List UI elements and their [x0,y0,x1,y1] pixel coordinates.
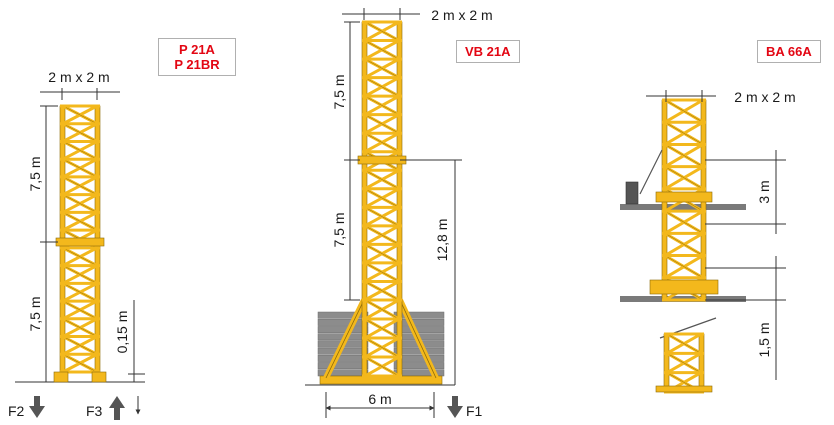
p21-mast-brace-edge [62,176,98,195]
ba66-section-label: 2 m x 2 m [734,89,795,105]
ba66-frame-base [655,385,713,393]
ba66-winch [625,181,639,205]
ba66-frame-leg-left [663,333,670,393]
badge-p21: P 21A P 21BR [158,38,236,76]
vb21-base-section-brace-edge [364,299,400,320]
p21-mast-brace-edge [62,123,98,142]
badge-vb21-label: VB 21A [465,44,511,59]
force-f2-arrow-down [29,396,45,418]
force-f3-arrow-up [109,396,125,420]
force-f3-label: F3 [86,403,103,419]
ballast-block [393,326,445,334]
vb21-mast [357,20,407,302]
badge-ba66-label: BA 66A [766,44,812,59]
ba66-upper-collar [655,191,713,203]
vb21-base-section-brace-edge [364,356,400,377]
ba66-3m-label: 3 m [756,180,772,203]
ba66-mast-brace-edge [664,166,704,190]
p21-foot-right [91,371,107,383]
vb21-mast-brace-edge [364,21,400,41]
vb21-section-label: 2 m x 2 m [431,7,492,23]
vb21-mast-brace-edge [364,95,400,115]
ba66-frame-leg-right [698,333,705,393]
vb21-mast-brace-edge [364,170,400,190]
p21-mast-brace-edge [62,300,98,320]
vb21-joint-plate [357,155,407,165]
ba66-lower-collar [649,279,719,295]
p21-mast-brace-edge [62,318,98,337]
p21-upper-height-label: 7,5 m [27,156,43,191]
vb21-total-height-label: 12,8 m [434,219,450,262]
ba66-mast-brace-edge [664,233,704,256]
vb21-strut-right-edge [399,299,437,379]
ballast-block [317,326,369,334]
ba66-mast-brace-edge [664,99,704,123]
ballast-block [393,362,445,370]
vb21-base-section-brace-edge [364,318,400,339]
force-f2-label: F2 [8,403,25,419]
p21-figure: 2 m x 2 m 7,5 m 7,5 m 0,15 m F2 F3 [8,69,145,420]
p21-mast-brace-edge [62,336,98,355]
p21-mast-brace-edge [62,265,98,284]
p21-mast-brace-edge [62,141,98,160]
ballast-block [317,318,369,326]
ba66-upper-platform [620,204,746,210]
vb21-mast-brace-edge [364,281,400,301]
vb21-mast-brace-edge [364,58,400,78]
p21-mast-brace-edge [62,283,98,302]
vb21-figure: 2 m x 2 m 7,5 m 7,5 m 12,8 m 6 m F1 [305,7,493,419]
p21-section-label: 2 m x 2 m [48,69,109,85]
vb21-base-struts [319,298,443,385]
vb21-mast-brace-edge [364,262,400,282]
p21-mast-brace-edge [62,354,98,373]
ba66-mast-brace-edge [664,255,704,278]
force-f1-arrow-down [447,396,463,418]
p21-foot-left [53,371,69,383]
vb21-mast-brace-edge [364,207,400,227]
p21-mast-brace-edge [62,105,98,124]
p21-mast-brace-edge [62,194,98,213]
ballast-block [317,354,369,362]
vb21-upper-height-label: 7,5 m [331,74,347,109]
p21-mast-brace-edge [62,247,98,266]
vb21-base-width-label: 6 m [368,391,391,407]
ba66-mast-brace-edge [664,144,704,167]
ballast-block [317,362,369,370]
ba66-mast-brace-edge [664,210,704,234]
badge-p21-line1: P 21A [179,42,215,57]
vb21-mast-brace-edge [364,188,400,208]
force-f1-label: F1 [466,403,483,419]
p21-mast [53,104,107,383]
ba66-1-5m-label: 1,5 m [756,322,772,357]
p21-offset-label: 0,15 m [114,311,130,354]
p21-joint-plate [55,237,105,247]
vb21-mast-brace-edge [364,40,400,60]
ba66-cable [639,149,663,195]
ba66-lower-frame [655,317,717,394]
ba66-frame-brace-edge [666,333,702,354]
vb21-mast-brace-edge [364,244,400,264]
ba66-mast [625,98,719,302]
badge-vb21: VB 21A [456,40,520,63]
vb21-strut-left-edge [325,299,365,379]
vb21-mast-brace-edge [364,77,400,97]
vb21-mast-brace-edge [364,114,400,134]
ba66-figure: 2 m x 2 m 3 m 1,5 m [620,89,796,394]
vb21-mast-brace-edge [364,225,400,245]
vb21-lower-height-label: 7,5 m [331,212,347,247]
p21-mast-brace-edge [62,158,98,178]
ba66-frame-brace-edge [666,353,702,373]
badge-ba66: BA 66A [757,40,821,63]
p21-mast-brace-edge [62,212,98,231]
vb21-base-section-brace-edge [364,337,400,358]
badge-p21-line2: P 21BR [174,57,220,72]
vb21-mast-brace-edge [364,132,400,152]
p21-lower-height-label: 7,5 m [27,296,43,331]
ballast-block [317,311,369,319]
ba66-mast-brace-edge [664,122,704,145]
